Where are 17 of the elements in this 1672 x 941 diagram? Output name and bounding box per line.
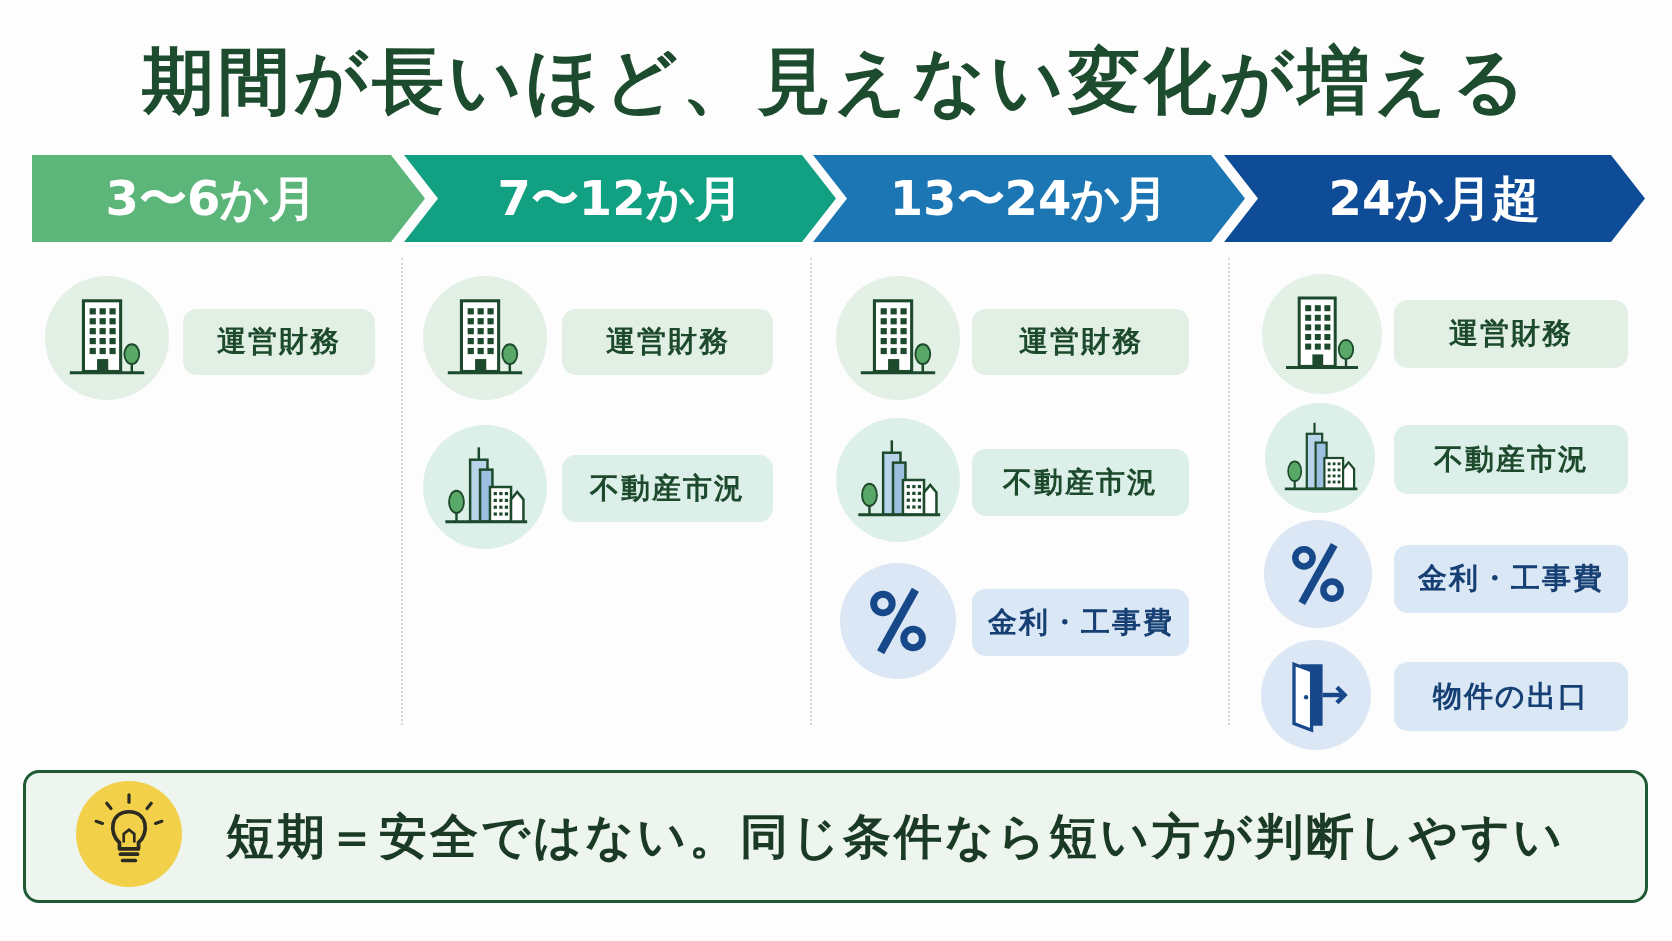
period-header: 7〜12か月	[404, 155, 836, 242]
risk-factor-label: 金利・工事費	[972, 589, 1189, 656]
risk-factor-label: 金利・工事費	[1394, 545, 1628, 613]
note-text: 短期＝安全ではない。同じ条件なら短い方が判断しやすい	[226, 807, 1565, 866]
risk-factor-label: 運営財務	[1394, 300, 1628, 368]
note-panel	[23, 770, 1648, 903]
period-header: 13〜24か月	[813, 155, 1245, 242]
risk-factor-label: 運営財務	[562, 309, 773, 375]
risk-factor-label: 不動産市況	[972, 449, 1189, 516]
risk-factor-label: 物件の出口	[1394, 662, 1628, 731]
risk-factor-label: 運営財務	[183, 309, 375, 375]
title: 期間が長いほど、見えない変化が増える	[141, 38, 1531, 124]
risk-factor-label: 不動産市況	[1394, 425, 1628, 494]
risk-factor-label: 不動産市況	[562, 455, 773, 522]
period-header: 24か月超	[1224, 155, 1645, 242]
period-header: 3〜6か月	[32, 155, 425, 242]
risk-factor-label: 運営財務	[972, 309, 1189, 375]
